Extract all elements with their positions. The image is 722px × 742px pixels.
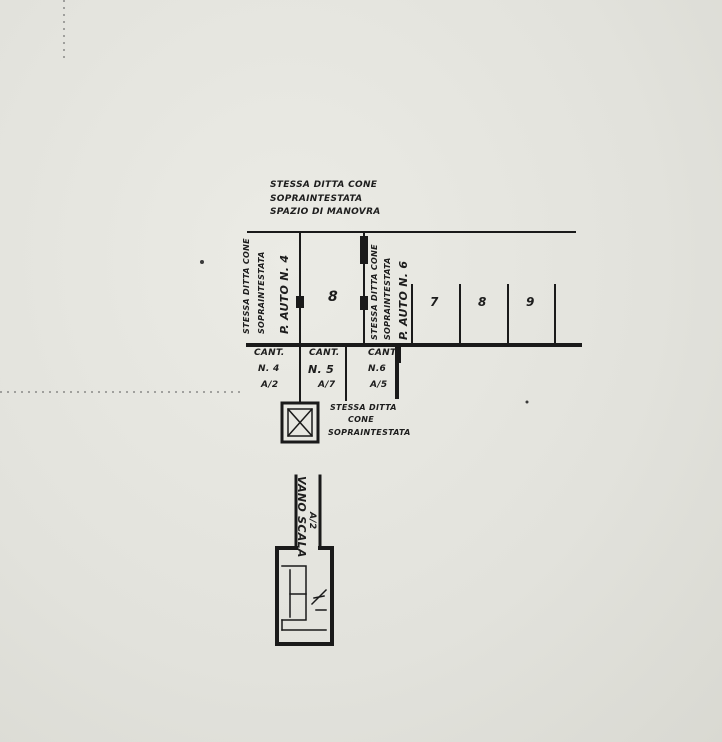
right-parking-owner-line2: SOPRAINTESTATA [383,257,392,340]
right-parking-label: P. AUTO N. 6 [397,260,410,340]
cantina-number: N.6 [368,364,387,374]
cantina-cat: A/2 [261,380,279,390]
left-parking-label: P. AUTO N. 4 [278,254,291,334]
right-parking-owner-line1: STESSA DITTA CONE [370,244,379,340]
cantina-title: CANT. [309,348,340,358]
cantina-number: N. 4 [258,364,280,374]
header-note-line2: SOPRAINTESTATA [270,194,363,204]
left-parking-owner-line2: SOPRAINTESTATA [257,251,266,334]
space-label: 8 [478,295,487,309]
column-mark [395,345,401,363]
cantina-title: CANT. [368,348,399,358]
center-space-label: 8 [328,289,339,305]
stair-label-line2: A/2 [307,512,317,530]
elevator-note-line2: CONE [348,415,375,424]
cantina-number: N. 5 [308,363,335,376]
header-note-line1: STESSA DITTA CONE [270,180,378,190]
column-mark [360,236,368,264]
space-label: 9 [526,295,535,309]
space-label: 7 [430,295,439,309]
cantina-title: CANT. [254,348,285,358]
elevator-note-line1: STESSA DITTA [330,403,397,412]
elevator-shaft [280,401,320,444]
cantina-cat: A/7 [318,380,336,390]
left-parking-owner-line1: STESSA DITTA CONE [242,238,251,334]
column-mark [296,296,304,308]
header-note-line3: SPAZIO DI MANOVRA [270,207,381,217]
cantina-cat: A/5 [370,380,388,390]
stair-enclosure [275,546,334,646]
stair-label-line1: VANO SCALA [295,476,308,558]
column-mark [360,296,368,310]
elevator-note-line3: SOPRAINTESTATA [328,428,411,437]
